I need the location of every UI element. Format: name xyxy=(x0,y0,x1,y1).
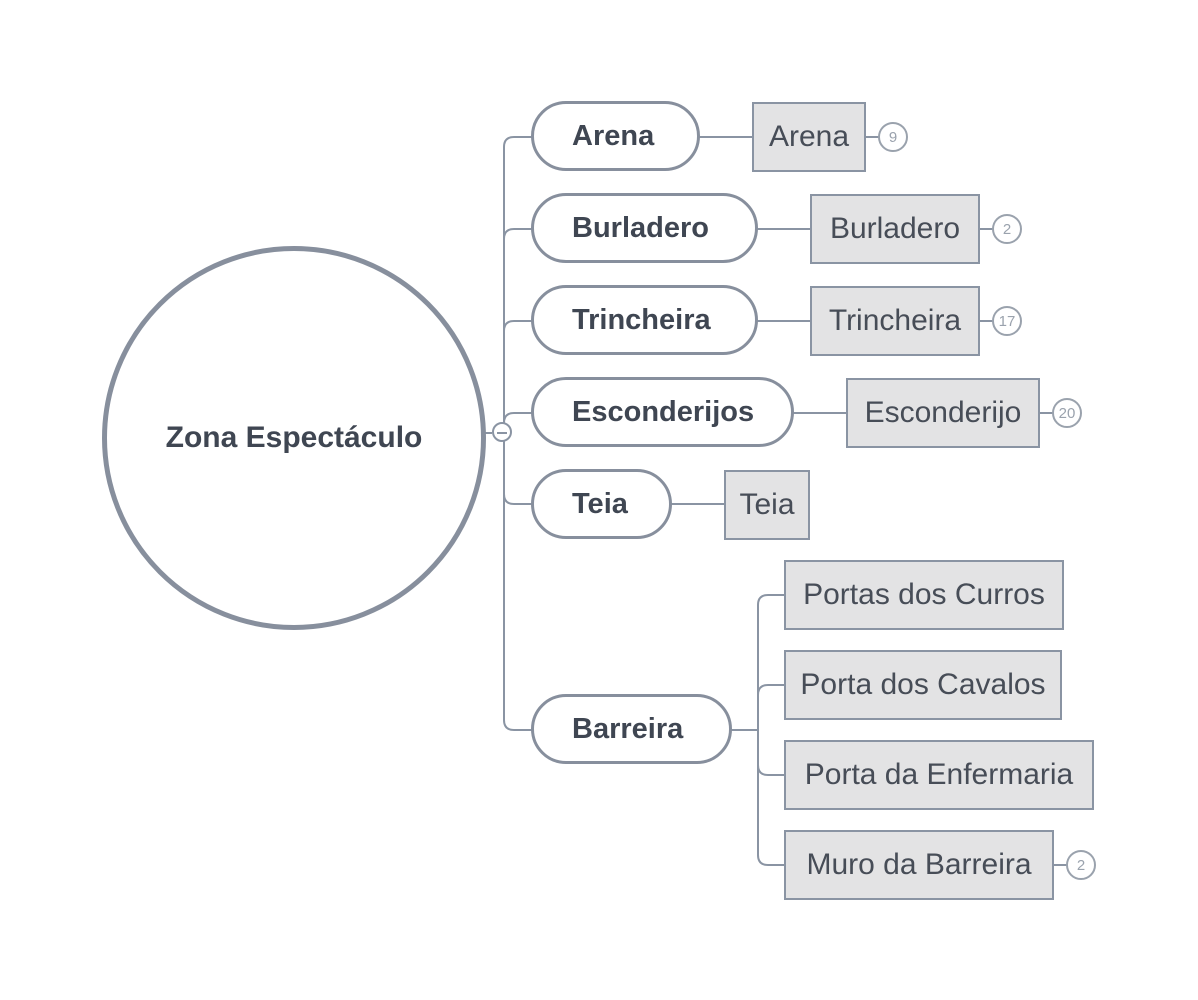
topic-barreira[interactable]: Barreira xyxy=(531,694,732,764)
subtopic-porta-da-enfermaria[interactable]: Porta da Enfermaria xyxy=(784,740,1094,810)
topic-label: Esconderijos xyxy=(572,395,755,428)
central-topic[interactable]: Zona Espectáculo xyxy=(102,246,486,630)
connector-topic-burladero xyxy=(503,228,532,240)
connector-topic-esconderijos xyxy=(503,412,532,424)
topic-label: Burladero xyxy=(572,211,709,244)
topic-label: Barreira xyxy=(572,712,684,745)
subtopic-porta-dos-cavalos[interactable]: Porta dos Cavalos xyxy=(784,650,1062,720)
count-badge[interactable]: 2 xyxy=(992,214,1022,244)
subtopic-teia[interactable]: Teia xyxy=(724,470,810,540)
connector-barreira-spine xyxy=(757,594,785,866)
count-badge[interactable]: 17 xyxy=(992,306,1022,336)
subtopic-trincheira[interactable]: Trincheira xyxy=(810,286,980,356)
topic-burladero[interactable]: Burladero xyxy=(531,193,758,263)
topic-trincheira[interactable]: Trincheira xyxy=(531,285,758,355)
connector-barreira-enfermaria xyxy=(757,764,785,776)
topic-arena[interactable]: Arena xyxy=(531,101,700,171)
subtopic-arena[interactable]: Arena xyxy=(752,102,866,172)
collapse-toggle-icon[interactable] xyxy=(492,422,512,442)
topic-label: Arena xyxy=(572,119,655,152)
subtopic-label: Portas dos Curros xyxy=(803,578,1045,611)
topic-teia[interactable]: Teia xyxy=(531,469,672,539)
subtopic-label: Esconderijo xyxy=(864,396,1022,429)
topic-label: Teia xyxy=(572,487,628,520)
subtopic-label: Trincheira xyxy=(828,304,962,337)
count-badge[interactable]: 20 xyxy=(1052,398,1082,428)
subtopic-burladero[interactable]: Burladero xyxy=(810,194,980,264)
count-badge[interactable]: 9 xyxy=(878,122,908,152)
connector-topic-teia xyxy=(503,493,532,505)
topic-esconderijos[interactable]: Esconderijos xyxy=(531,377,794,447)
connector-barreira-cavalos xyxy=(757,684,785,696)
subtopic-label: Porta da Enfermaria xyxy=(804,758,1074,791)
subtopic-label: Porta dos Cavalos xyxy=(800,668,1046,701)
subtopic-label: Arena xyxy=(768,120,850,153)
connector-topic-trincheira xyxy=(503,320,532,332)
subtopic-label: Muro da Barreira xyxy=(806,848,1032,881)
count-badge[interactable]: 2 xyxy=(1066,850,1096,880)
topic-label: Trincheira xyxy=(572,303,711,336)
subtopic-esconderijo[interactable]: Esconderijo xyxy=(846,378,1040,448)
subtopic-label: Teia xyxy=(739,488,795,521)
subtopic-muro-da-barreira[interactable]: Muro da Barreira xyxy=(784,830,1054,900)
subtopic-label: Burladero xyxy=(829,212,961,245)
subtopic-portas-dos-curros[interactable]: Portas dos Curros xyxy=(784,560,1064,630)
central-topic-label: Zona Espectáculo xyxy=(165,421,423,454)
